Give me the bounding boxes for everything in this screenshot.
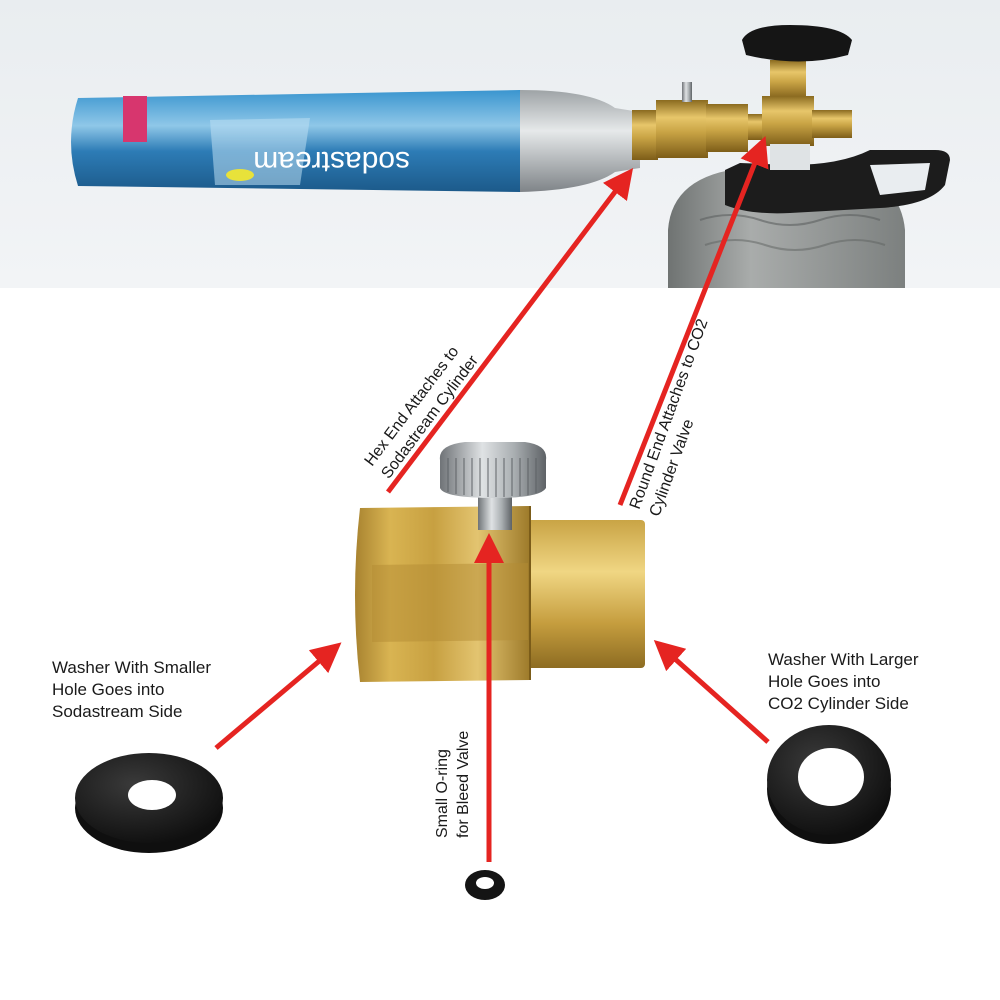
annotation-arrows <box>214 136 770 862</box>
washer-large-label: Washer With Larger Hole Goes into CO2 Cy… <box>768 650 919 713</box>
washer-small-label: Washer With Smaller Hole Goes into Sodas… <box>52 658 212 721</box>
adapter-body-icon <box>355 506 645 682</box>
sodastream-cylinder-icon: sodastream <box>71 90 640 192</box>
co2-tank-icon <box>668 150 950 288</box>
hex-end-arrow <box>386 168 634 494</box>
small-hole-washer-icon <box>75 753 223 853</box>
washer-large-arrow <box>653 640 770 744</box>
large-hole-washer-icon <box>767 725 891 844</box>
washer-small-arrow <box>214 642 342 750</box>
o-ring-label: Small O-ring for Bleed Valve <box>434 730 472 838</box>
co2-valve-icon <box>742 25 852 170</box>
o-ring-icon <box>465 870 505 900</box>
knurled-knob-icon <box>439 442 547 530</box>
sodastream-brand-text: sodastream <box>253 145 410 178</box>
round-end-arrow <box>617 136 769 506</box>
